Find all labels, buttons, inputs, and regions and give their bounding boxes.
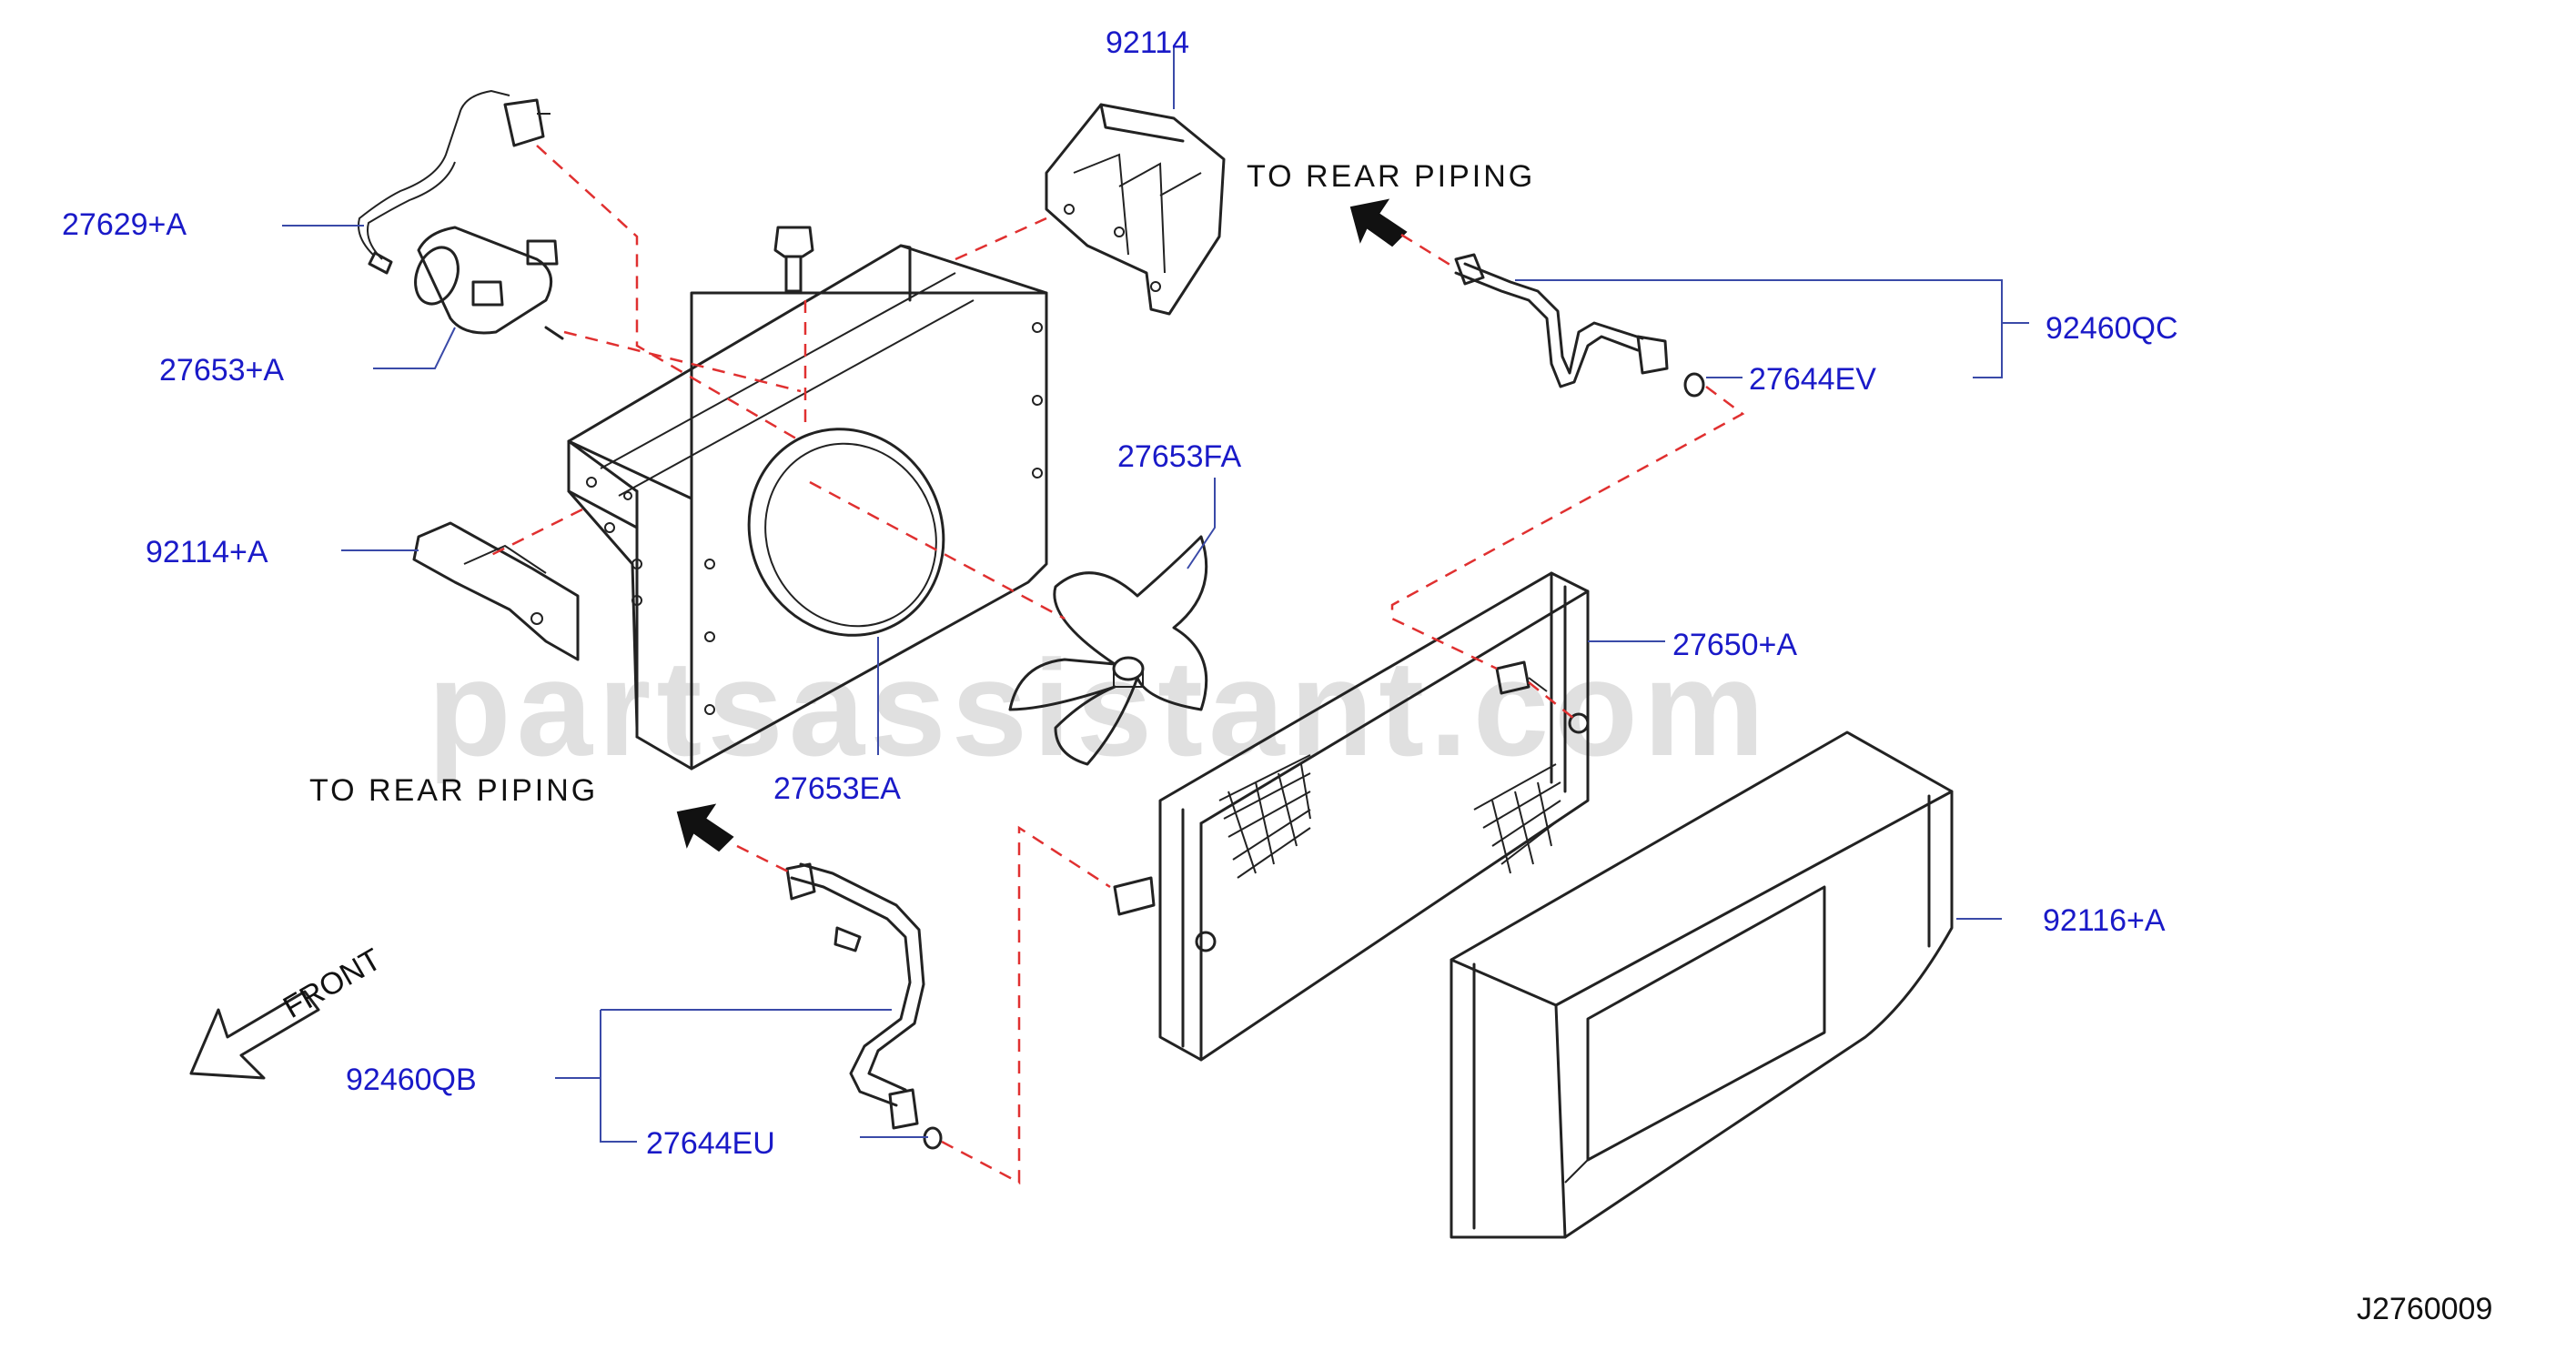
label-27629-a: 27629+A: [62, 207, 187, 242]
pipe-qc-drawing: [1454, 253, 1705, 398]
bolt-drawing: [773, 226, 814, 293]
label-27644eu: 27644EU: [646, 1126, 775, 1161]
label-92114-a: 92114+A: [146, 535, 268, 569]
front-arrow-icon: [189, 990, 320, 1080]
air-guide-drawing: [1450, 730, 1954, 1239]
note-front: FRONT: [278, 942, 387, 1024]
label-27650-a: 27650+A: [1672, 628, 1797, 662]
fan-drawing: [1008, 535, 1208, 766]
label-27653-a: 27653+A: [159, 353, 284, 388]
dashed-connectors: [490, 145, 1745, 1185]
label-27653ea: 27653EA: [773, 771, 901, 806]
label-92114: 92114: [1106, 25, 1189, 60]
label-92116-a: 92116+A: [2043, 903, 2166, 938]
watermark-text: partsassistant.com: [428, 631, 1770, 784]
fan-shroud-drawing: [567, 244, 1048, 771]
condenser-drawing: [1113, 571, 1590, 1062]
note-to-rear-piping-left: TO REAR PIPING: [309, 773, 598, 808]
note-to-rear-piping-top: TO REAR PIPING: [1247, 159, 1535, 194]
label-92460qb: 92460QB: [346, 1063, 477, 1097]
pipe-qb-drawing: [785, 862, 943, 1150]
leader-lines: [282, 45, 2029, 1143]
label-27644ev: 27644EV: [1749, 362, 1876, 397]
rear-piping-arrow-top: [1349, 198, 1408, 247]
rear-piping-arrow-left: [676, 803, 734, 852]
label-27653fa: 27653FA: [1117, 439, 1241, 474]
diagram-code: J2760009: [2357, 1292, 2492, 1326]
bracket-a-drawing: [412, 521, 580, 661]
bracket-drawing: [1045, 103, 1226, 316]
resistor-harness-drawing: [358, 89, 564, 340]
label-92460qc: 92460QC: [2046, 311, 2178, 346]
